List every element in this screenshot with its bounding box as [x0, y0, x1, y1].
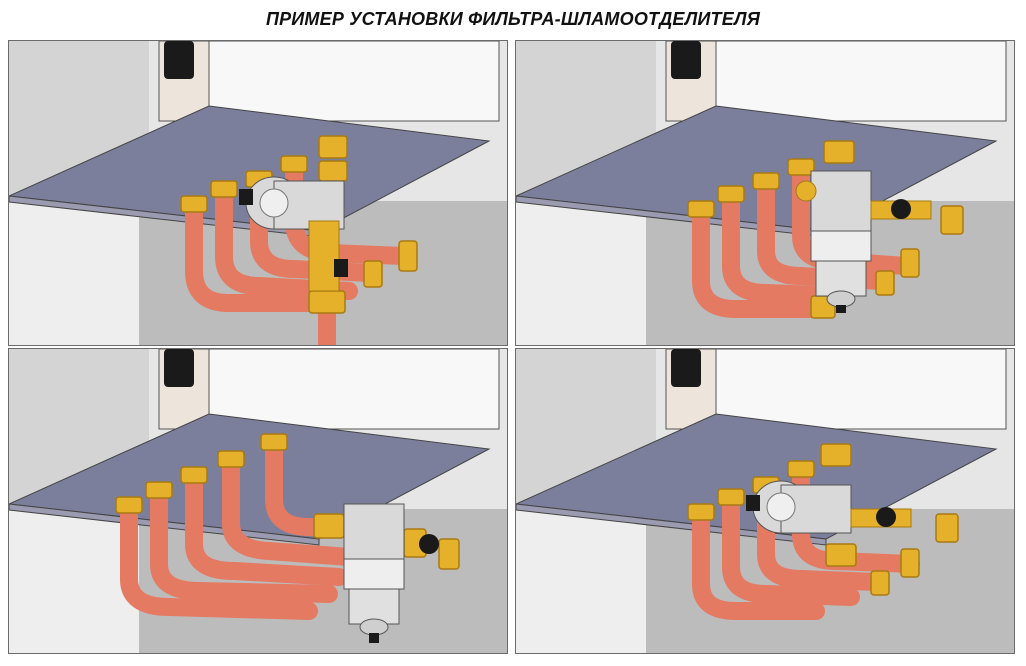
page-title: ПРИМЕР УСТАНОВКИ ФИЛЬТРА-ШЛАМООТДЕЛИТЕЛЯ — [265, 9, 761, 29]
installation-illustration-4 — [516, 349, 1014, 653]
installation-illustration-2 — [516, 41, 1014, 345]
installation-example-4 — [515, 348, 1015, 654]
installation-example-2 — [515, 40, 1015, 346]
installation-illustration-3 — [9, 349, 507, 653]
installation-example-3 — [8, 348, 508, 654]
installation-example-1 — [8, 40, 508, 346]
installation-illustration-1 — [9, 41, 507, 345]
